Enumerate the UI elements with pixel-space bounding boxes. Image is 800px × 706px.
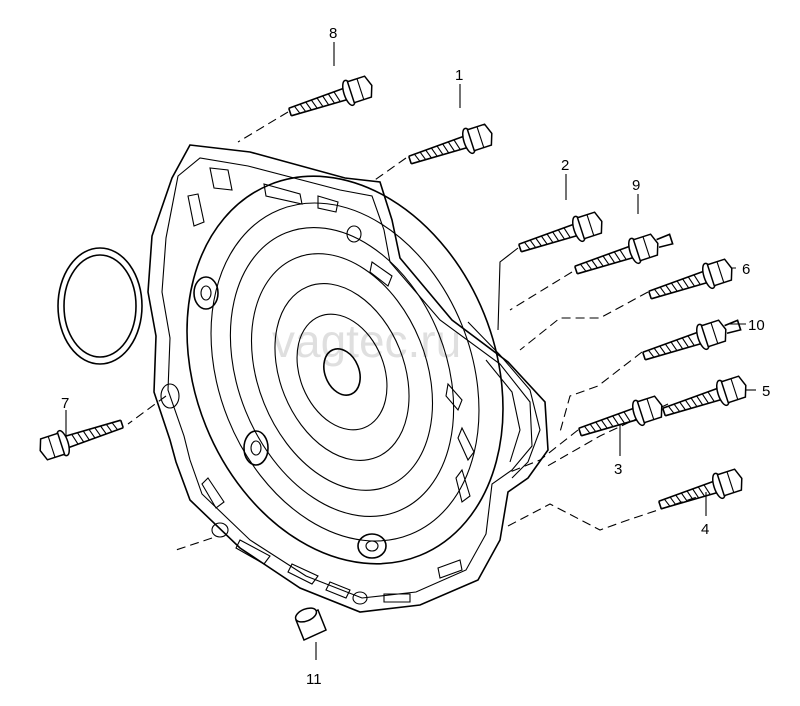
part-label-1: 1 [455,67,463,84]
stud-10 [639,316,742,370]
part-label-2: 2 [561,157,569,174]
dowel-sleeve-11 [294,607,327,642]
stud-9 [571,230,674,284]
bolt-4 [655,465,747,519]
bolt-7 [35,410,127,464]
housing-boss [243,430,269,466]
housing-boss [193,276,219,310]
part-label-4: 4 [701,521,709,538]
part-label-5: 5 [762,383,770,400]
part-label-7: 7 [61,395,69,412]
part-label-6: 6 [742,261,750,278]
bolt-5 [659,372,751,426]
part-label-9: 9 [632,177,640,194]
bolt-2 [515,208,607,262]
watermark-text: vagtec.ru [272,315,461,367]
part-label-11: 11 [306,671,322,688]
housing-boss [357,533,387,559]
part-label-3: 3 [614,461,622,478]
bolt-8 [285,72,377,126]
part-label-8: 8 [329,25,337,42]
o-ring-seal [57,247,143,365]
bolt-3 [575,392,667,446]
part-label-10: 10 [748,317,765,334]
bolt-6 [645,255,737,309]
bolt-1 [405,120,497,174]
converter-housing [147,144,549,613]
